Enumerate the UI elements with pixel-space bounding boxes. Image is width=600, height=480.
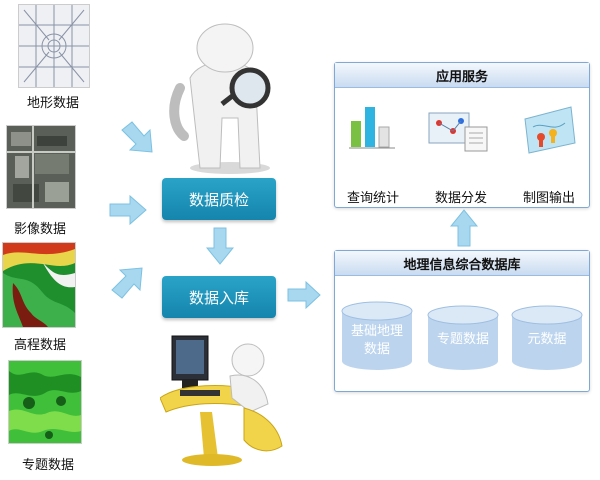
inspector-figure-icon [169, 23, 271, 174]
database-cylinder-metadata: 元数据 [511, 305, 583, 371]
input-label-thematic: 专题数据 [21, 458, 74, 473]
arrow-icon [111, 267, 143, 299]
bar-chart-icon [349, 107, 395, 149]
computer-operator-icon [160, 335, 283, 466]
terrain-thumbnail [18, 4, 90, 88]
services-panel-title: 应用服务 [335, 63, 589, 88]
data-storage-step: 数据入库 [162, 276, 276, 318]
input-label-imagery: 影像数据 [13, 222, 66, 237]
arrow-up-icon [450, 209, 478, 247]
map-output-icon [524, 106, 576, 154]
arrow-icon [121, 121, 153, 153]
thematic-thumbnail [8, 360, 82, 444]
arrow-icon [287, 280, 321, 310]
imagery-thumbnail [6, 125, 76, 209]
database-cylinder-thematic: 专题数据 [427, 305, 499, 371]
database-cylinder-basic-geographic: 基础地理数据 [341, 301, 413, 371]
integrated-database-panel: 地理信息综合数据库 基础地理数据 专题数据 元数据 [334, 250, 590, 392]
input-label-terrain: 地形数据 [26, 96, 79, 111]
data-distribution-icon [428, 112, 488, 152]
input-label-elevation: 高程数据 [13, 338, 66, 353]
quality-check-step: 数据质检 [162, 178, 276, 220]
arrow-icon [109, 194, 147, 226]
service-label-map-output: 制图输出 [522, 191, 575, 206]
service-label-data-distribution: 数据分发 [434, 191, 487, 206]
arrow-down-icon [206, 227, 234, 265]
service-label-query-statistics: 查询统计 [346, 191, 399, 206]
application-services-panel: 应用服务 查询统计 数据分发 制图输出 [334, 62, 590, 208]
elevation-thumbnail [2, 242, 76, 328]
database-panel-title: 地理信息综合数据库 [335, 251, 589, 276]
